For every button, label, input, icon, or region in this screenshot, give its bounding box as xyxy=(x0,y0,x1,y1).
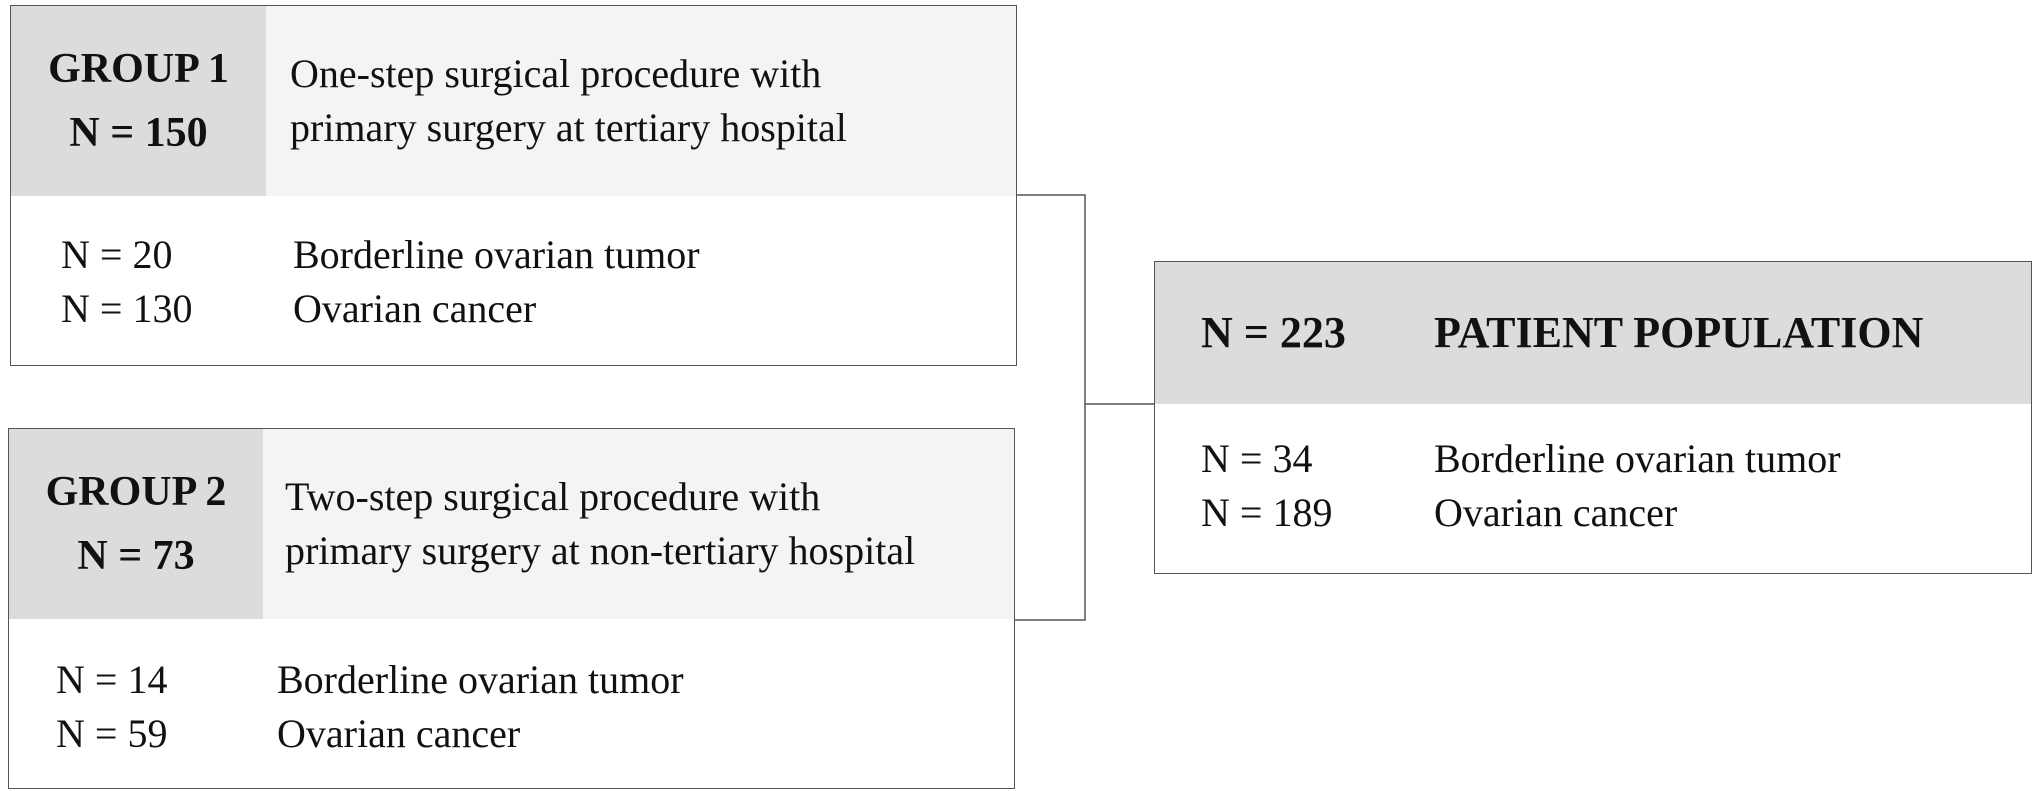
group1-title: GROUP 1 xyxy=(48,46,229,92)
group1-count: N = 150 xyxy=(69,110,208,156)
group2-box: GROUP 2 N = 73 Two-step surgical procedu… xyxy=(8,428,1015,789)
group2-title: GROUP 2 xyxy=(45,469,227,515)
group2-count: N = 73 xyxy=(77,533,195,579)
population-header: N = 223 PATIENT POPULATION xyxy=(1155,262,2031,404)
group2-header-label: GROUP 2 N = 73 xyxy=(9,429,263,619)
group1-row-cancer-label: Ovarian cancer xyxy=(293,286,537,331)
group1-description: One-step surgical procedure with primary… xyxy=(266,6,1016,196)
group2-row-cancer-label: Ovarian cancer xyxy=(277,711,521,756)
population-box: N = 223 PATIENT POPULATION N = 34 Border… xyxy=(1154,261,2032,574)
population-row-borderline-count: N = 34 xyxy=(1201,436,1313,481)
population-row-borderline-label: Borderline ovarian tumor xyxy=(1434,436,1841,481)
group2-connector xyxy=(1014,404,1086,621)
group2-desc-line1: Two-step surgical procedure with xyxy=(285,474,821,519)
group2-desc-line2: primary surgery at non-tertiary hospital xyxy=(285,528,916,573)
group1-connector xyxy=(1016,194,1086,404)
population-row-cancer-label: Ovarian cancer xyxy=(1434,490,1678,535)
group1-header-label: GROUP 1 N = 150 xyxy=(11,6,266,196)
population-row-cancer-count: N = 189 xyxy=(1201,490,1333,535)
group1-desc-line1: One-step surgical procedure with xyxy=(290,51,822,96)
group1-row-borderline-label: Borderline ovarian tumor xyxy=(293,232,700,277)
group1-desc-line2: primary surgery at tertiary hospital xyxy=(290,105,847,150)
group1-row-cancer-count: N = 130 xyxy=(61,286,193,331)
group1-box: GROUP 1 N = 150 One-step surgical proced… xyxy=(10,5,1017,366)
population-title: PATIENT POPULATION xyxy=(1434,308,1924,357)
group2-row-borderline-count: N = 14 xyxy=(56,657,168,702)
group2-description: Two-step surgical procedure with primary… xyxy=(263,429,1014,619)
group1-row-borderline-count: N = 20 xyxy=(61,232,173,277)
group2-row-cancer-count: N = 59 xyxy=(56,711,168,756)
group2-row-borderline-label: Borderline ovarian tumor xyxy=(277,657,684,702)
population-count: N = 223 xyxy=(1201,308,1346,357)
